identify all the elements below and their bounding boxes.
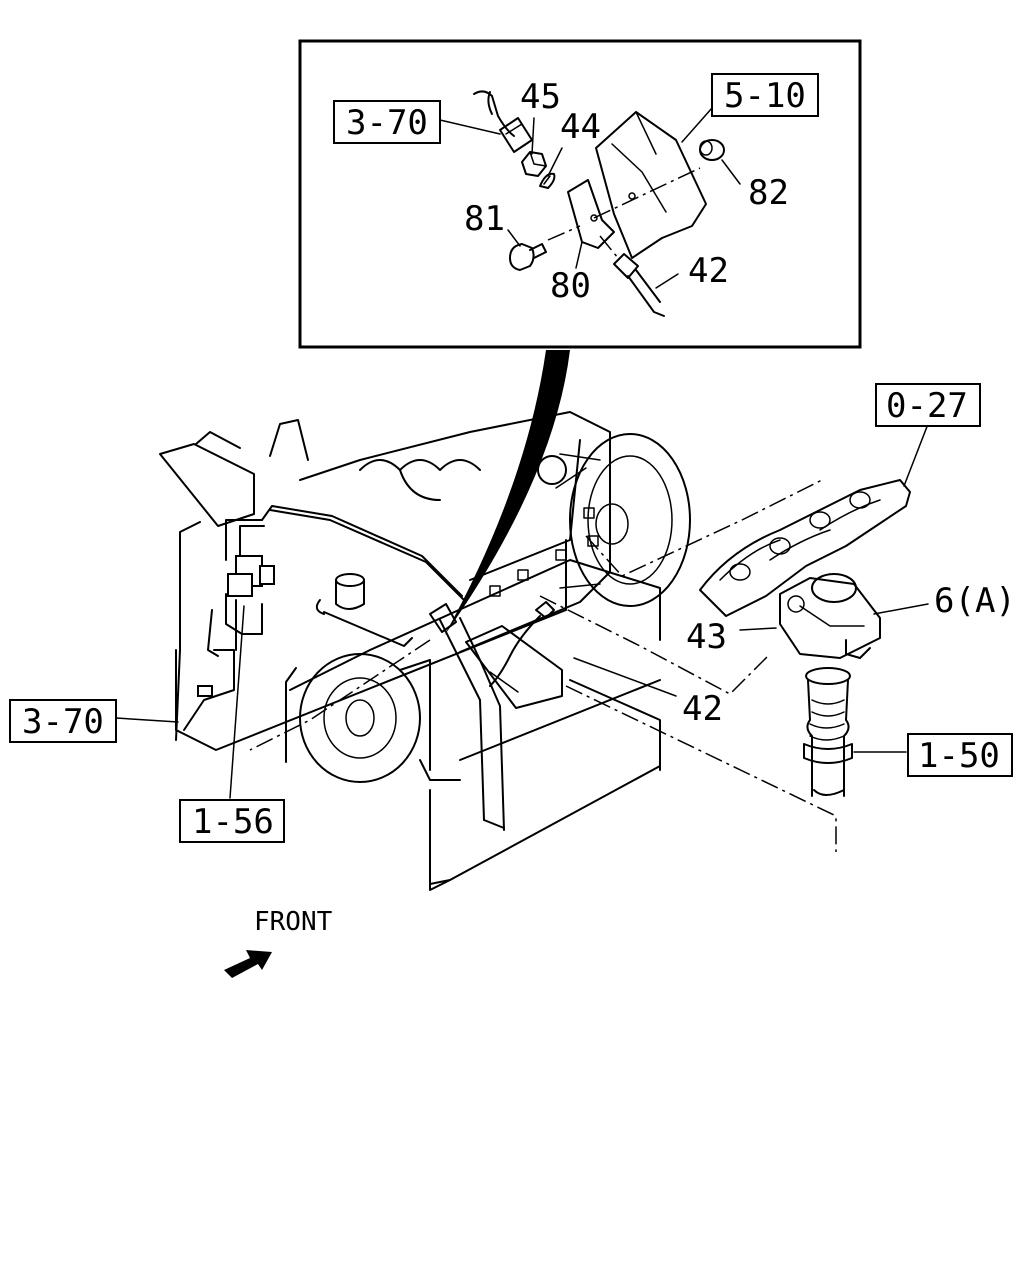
down-pipe [803,667,853,797]
exhaust-manifold [699,479,911,617]
ref-label: 3-70 [22,702,104,742]
bolt-part [509,243,547,271]
ref-box-0-27[interactable]: 0-27 [875,383,981,427]
callout-82: 82 [748,173,789,213]
zoom-pointer [444,350,570,636]
nut-part [521,151,547,177]
callout-43: 43 [686,617,727,657]
main-leaders [115,423,929,799]
front-indicator: FRONT [224,907,333,978]
sensor-tube-part [473,90,533,153]
front-arrow-icon [224,950,272,978]
callout-44: 44 [560,107,601,147]
ref-label: 1-56 [192,802,274,842]
ref-label: 3-70 [346,103,428,143]
callout-42-main: 42 [682,689,723,729]
ref-label: 5-10 [724,76,806,116]
spacer-part [699,139,725,161]
detail-leaders [439,107,741,289]
callout-6a: 6(A) [934,581,1016,621]
detail-inset: 3-70 5-10 45 44 81 82 80 42 [298,39,862,349]
front-label: FRONT [254,907,333,937]
washer-part [539,172,556,189]
callout-80: 80 [550,266,591,306]
heat-shield-part [595,111,707,259]
ref-box-3-70-detail[interactable]: 3-70 [333,100,441,144]
ref-box-3-70-main[interactable]: 3-70 [9,699,117,743]
ref-box-1-50[interactable]: 1-50 [907,733,1013,777]
callout-81: 81 [464,199,505,239]
ref-label: 0-27 [886,386,968,426]
exhaust-brake-unit [779,573,881,659]
ref-label: 1-50 [918,736,1000,776]
valve-assembly [183,555,275,731]
ref-box-1-56[interactable]: 1-56 [179,799,285,843]
callout-42-detail: 42 [688,251,729,291]
ref-box-5-10-detail[interactable]: 5-10 [711,73,819,117]
sensor-part [613,253,665,317]
callout-45: 45 [520,77,561,117]
